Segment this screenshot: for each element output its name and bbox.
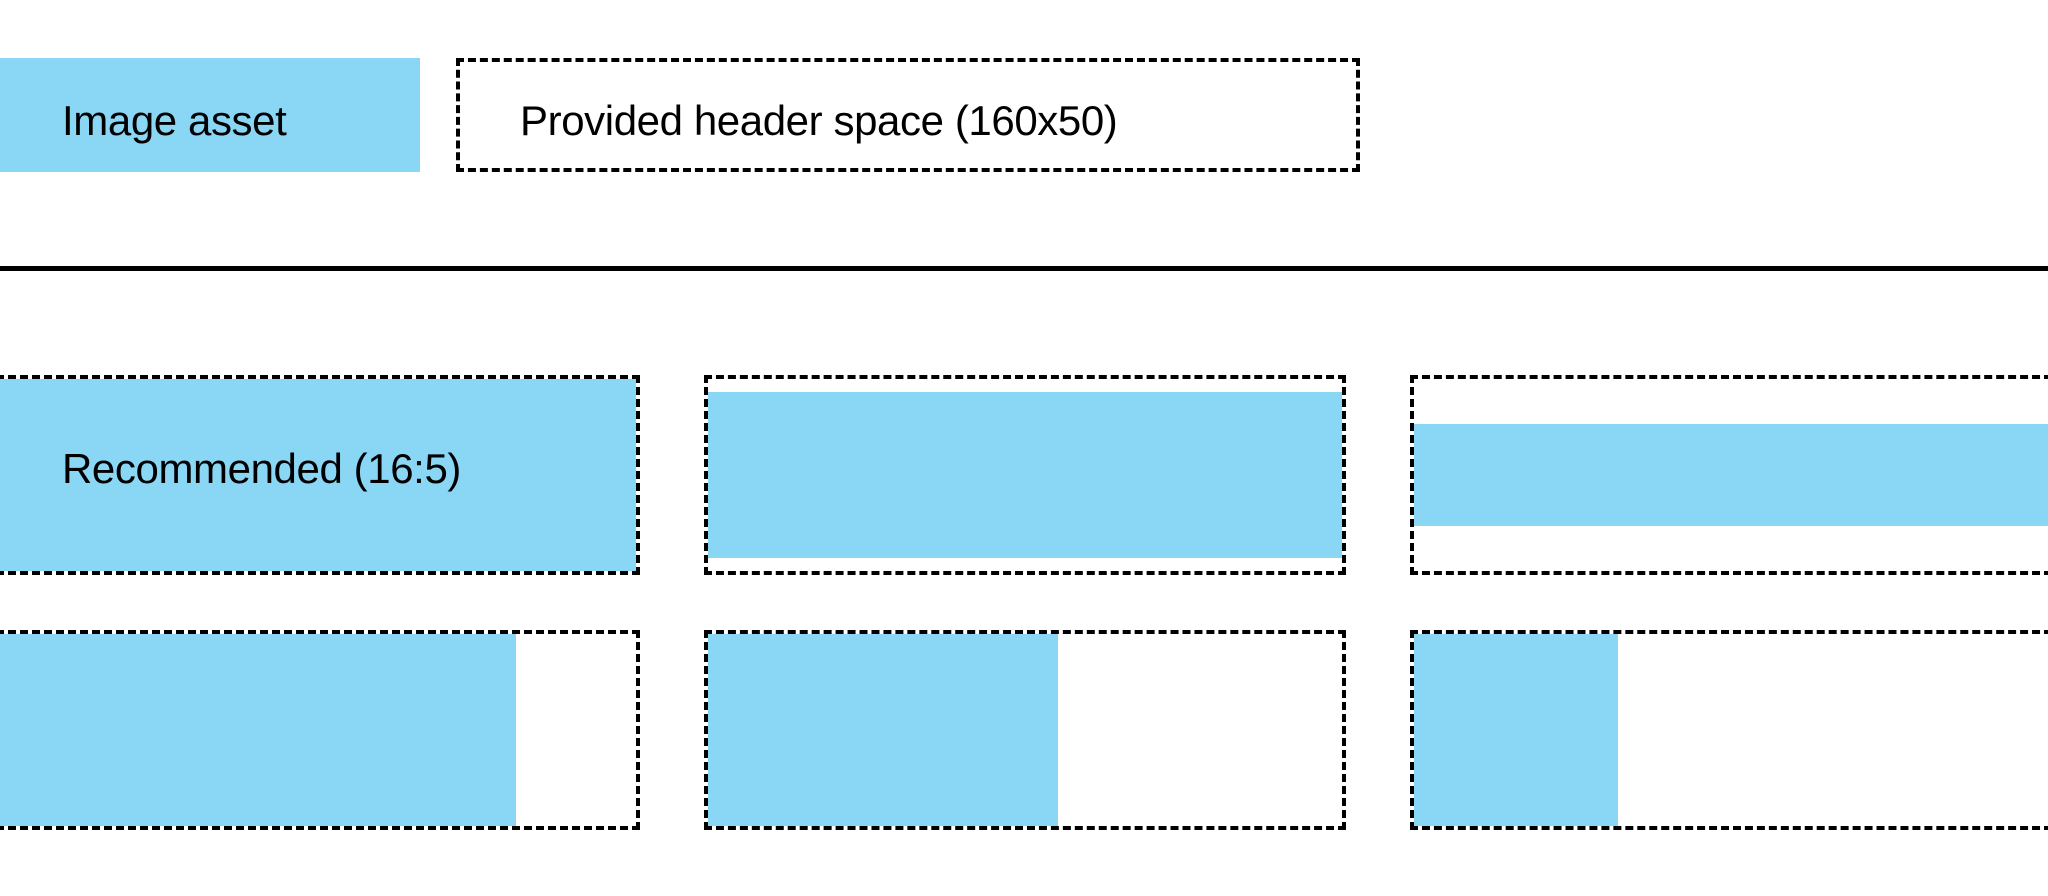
section-divider-line: [0, 266, 2048, 271]
ratio-fill-55: [708, 634, 1058, 826]
ratio-cell-centered-bar: [1410, 375, 2048, 575]
image-asset-label: Image asset: [62, 97, 287, 144]
ratio-cell-fill-55: [704, 630, 1346, 830]
ratio-fill-80: [0, 634, 516, 826]
ratio-fill-inset-vertical: [708, 392, 1342, 558]
ratio-fill-centered-bar: [1414, 424, 2048, 526]
provided-header-space-box: [456, 58, 1360, 172]
recommended-ratio-label: Recommended (16:5): [62, 445, 461, 492]
ratio-fill-32: [1414, 634, 1618, 826]
ratio-cell-recommended: [0, 375, 640, 575]
ratio-cell-fill-32: [1410, 630, 2048, 830]
ratio-cell-inset-vertical: [704, 375, 1346, 575]
provided-header-space-label: Provided header space (160x50): [520, 97, 1118, 144]
ratio-fill-recommended: [0, 379, 636, 571]
image-asset-swatch: [0, 58, 420, 172]
header-band: Image asset Provided header space (160x5…: [0, 0, 2048, 268]
ratio-cell-fill-80: [0, 630, 640, 830]
